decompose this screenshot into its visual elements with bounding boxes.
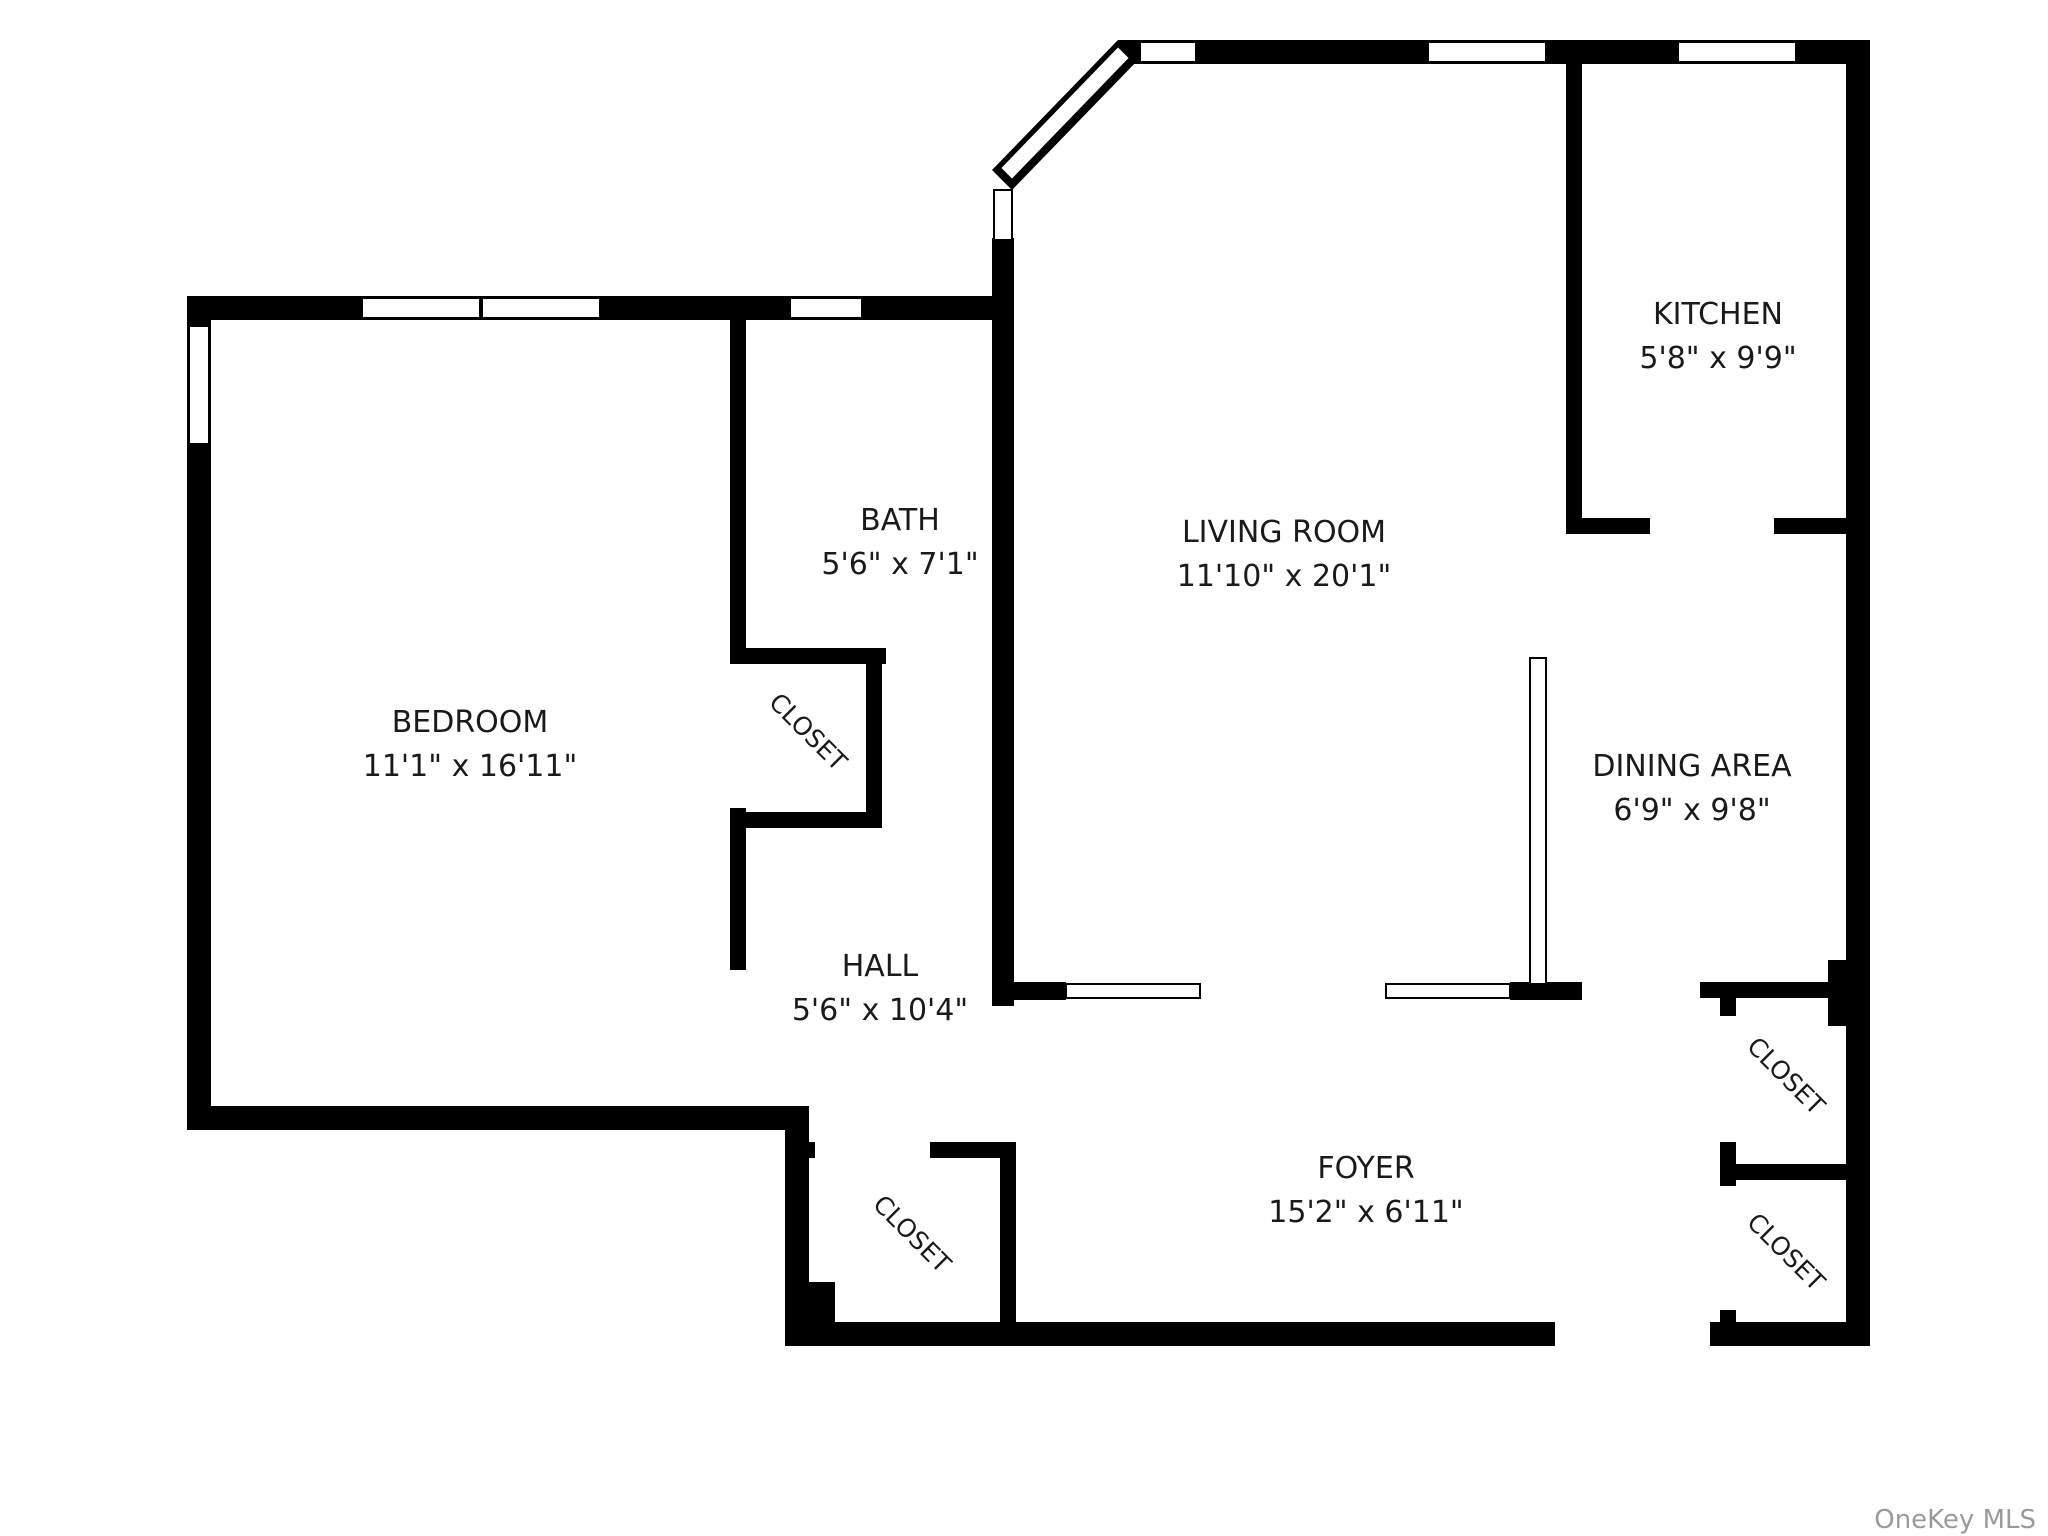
bath-name: BATH [860, 503, 940, 538]
closet-label-bath: CLOSET [763, 687, 853, 777]
wall-closet-right [866, 648, 882, 828]
wall-kitchen-bottom-left [1566, 518, 1650, 534]
foyer-name: FOYER [1317, 1151, 1414, 1186]
wall-closet2-top [1720, 1164, 1870, 1180]
wall-bedroom-right-upper [730, 318, 746, 658]
kitchen-name: KITCHEN [1653, 297, 1783, 332]
window-living-left [993, 189, 1013, 241]
bedroom-dims: 11'1" x 16'11" [363, 749, 578, 784]
partition-living-dining [1529, 657, 1547, 985]
wall-bath-bottom [730, 648, 886, 664]
closet-label-foyer-1: CLOSET [1741, 1031, 1831, 1121]
wall-kitchen-bottom-right [1774, 518, 1870, 534]
wall-closet1-top [1700, 982, 1870, 998]
wall-hallcloset-top [930, 1142, 1006, 1158]
foyer-dims: 15'2" x 6'11" [1268, 1195, 1463, 1230]
window-top-1 [1139, 41, 1197, 63]
wall-bedroom-right-lower [730, 808, 746, 970]
wall-closet2-stub [1720, 1142, 1736, 1186]
kitchen-dims: 5'8" x 9'9" [1639, 341, 1796, 376]
closet-label-foyer-2: CLOSET [1741, 1207, 1831, 1297]
bath-dims: 5'6" x 7'1" [821, 547, 978, 582]
wall-hallcloset-right [1000, 1142, 1016, 1346]
window-bedroom-left [188, 325, 210, 445]
window-bedroom-top-1 [361, 297, 481, 319]
hall-name: HALL [842, 949, 919, 984]
wall-hallcloset-corner [785, 1282, 835, 1346]
window-top-kitchen [1677, 41, 1797, 63]
wall-kitchen-left [1566, 56, 1582, 534]
living-name: LIVING ROOM [1182, 515, 1386, 550]
wall-bath-door-stub [994, 648, 1014, 664]
windows [188, 41, 1797, 999]
wall-living-bottom-left [992, 982, 1066, 1000]
wall-right [1846, 40, 1870, 1346]
window-living-bottom-right [1385, 983, 1511, 999]
living-dims: 11'10" x 20'1" [1177, 559, 1392, 594]
window-bay-diagonal [998, 44, 1132, 182]
window-bath-top [789, 297, 863, 319]
wall-closet2-stub-lower [1720, 1310, 1736, 1324]
wall-bottom [785, 1322, 1555, 1346]
wall-hallcloset-left-stub [785, 1142, 815, 1158]
dining-name: DINING AREA [1592, 749, 1792, 784]
wall-living-left [992, 238, 1014, 1006]
dining-dims: 6'9" x 9'8" [1613, 793, 1770, 828]
wall-closet1-stub [1720, 982, 1736, 1016]
room-labels: BEDROOM 11'1" x 16'11" BATH 5'6" x 7'1" … [363, 297, 1831, 1297]
wall-living-bottom-right [1510, 982, 1582, 1000]
closet-label-hall: CLOSET [867, 1189, 957, 1279]
bedroom-name: BEDROOM [392, 705, 549, 740]
watermark: OneKey MLS [1874, 1505, 2036, 1535]
walls [187, 40, 1870, 1346]
window-bedroom-top-2 [481, 297, 601, 319]
window-top-2 [1427, 41, 1547, 63]
hall-dims: 5'6" x 10'4" [792, 993, 968, 1028]
window-living-bottom-left [1065, 983, 1201, 999]
wall-closet-pillar [1828, 960, 1870, 1026]
wall-closet-bottom [730, 812, 882, 828]
wall-bottom-right [1710, 1322, 1870, 1346]
wall-bedroom-bottom [187, 1106, 807, 1130]
